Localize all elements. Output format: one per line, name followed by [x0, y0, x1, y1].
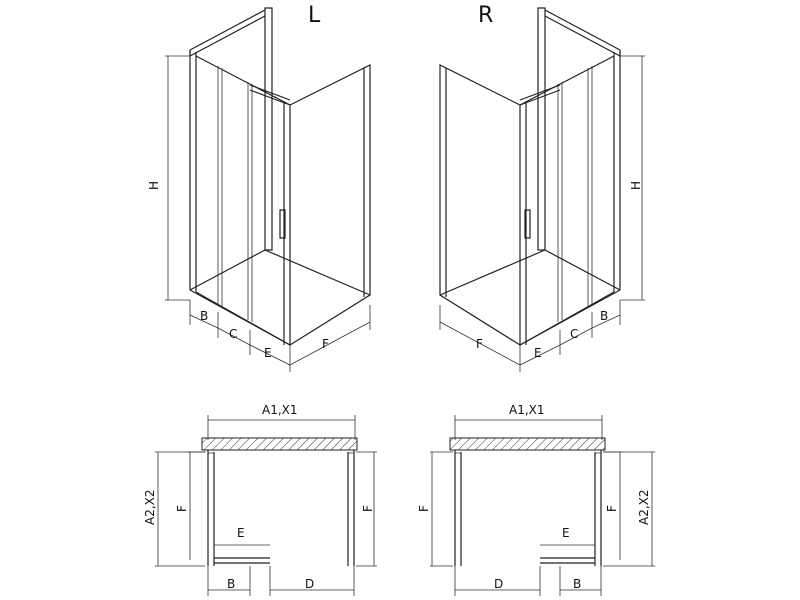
right-label-b: B: [600, 309, 608, 323]
left-plan-wall: [201, 437, 358, 451]
right-dim-chain: [439, 314, 621, 366]
right-top-rail: [519, 84, 561, 106]
left-base: [189, 249, 371, 346]
left-label-e: E: [264, 346, 272, 360]
left-plan-dim-f-right: [356, 451, 377, 567]
right-plan-label-a1: A1,X1: [509, 403, 545, 417]
left-plan-label-a2: A2,X2: [143, 489, 157, 525]
right-plan-label-d: D: [494, 577, 503, 591]
right-plan-dim-a1: [454, 415, 603, 440]
left-label-h: H: [147, 181, 161, 190]
right-plan-label-a2: A2,X2: [637, 489, 651, 525]
left-plan-label-f-right: F: [361, 505, 375, 512]
left-view-title: L: [308, 3, 321, 28]
right-label-h: H: [629, 181, 643, 190]
left-label-f: F: [322, 337, 329, 351]
right-plan-door: [540, 557, 595, 564]
left-plan-dim-a1: [207, 415, 356, 440]
right-plan-dim-f-right: [603, 451, 623, 560]
left-plan-label-b: B: [227, 577, 235, 591]
right-plan-dim-f-left: [430, 451, 453, 567]
left-plan-label-a1: A1,X1: [262, 403, 298, 417]
right-plan-dim-bottom: [454, 566, 602, 596]
left-dim-h: [165, 55, 190, 301]
right-plan-wall: [449, 437, 606, 451]
right-base: [439, 249, 621, 346]
left-side-posts: [283, 68, 365, 345]
left-plan-dim-bottom: [207, 566, 355, 596]
right-side-panel: [439, 64, 521, 346]
right-dim-ticks: [439, 300, 621, 372]
left-plan-label-d: D: [305, 577, 314, 591]
left-plan-door: [214, 557, 270, 564]
left-plan-dim-f-left: [187, 451, 206, 560]
left-plan-sides: [207, 450, 355, 566]
left-side-panel: [289, 64, 371, 346]
left-plan-label-e: E: [237, 526, 245, 540]
left-plan-view: A1,X1 A2,X2 F F E B D: [143, 403, 377, 596]
right-handle: [524, 209, 531, 239]
right-back-post: [537, 7, 546, 251]
right-label-c: C: [570, 327, 578, 341]
right-top-frame: [544, 9, 621, 57]
left-dim-chain: [189, 314, 371, 366]
left-handle: [279, 209, 286, 239]
left-label-c: C: [229, 327, 237, 341]
right-plan-label-f-right: F: [605, 505, 619, 512]
right-plan-label-e: E: [562, 526, 570, 540]
left-3d-view: L H B C E F: [147, 3, 371, 372]
right-plan-view: A1,X1 A2,X2 F F E D B: [417, 403, 655, 596]
right-side-posts: [445, 68, 527, 345]
right-label-f: F: [476, 337, 483, 351]
left-top-rail: [249, 84, 291, 106]
left-slide-lines: [217, 66, 253, 322]
left-front-post: [189, 50, 197, 292]
right-slide-lines: [557, 66, 593, 322]
left-dim-ticks: [189, 300, 371, 372]
right-dim-h: [620, 55, 645, 301]
right-plan-sides: [454, 450, 602, 566]
right-plan-label-f-left: F: [417, 505, 431, 512]
right-plan-label-b: B: [573, 577, 581, 591]
right-view-title: R: [478, 3, 493, 28]
left-plan-label-f-left: F: [175, 505, 189, 512]
right-3d-view: R H B C E F: [439, 3, 645, 372]
left-back-post: [264, 7, 273, 251]
left-label-b: B: [200, 309, 208, 323]
right-label-e: E: [534, 346, 542, 360]
left-top-frame: [189, 9, 266, 57]
right-front-post: [613, 50, 621, 292]
